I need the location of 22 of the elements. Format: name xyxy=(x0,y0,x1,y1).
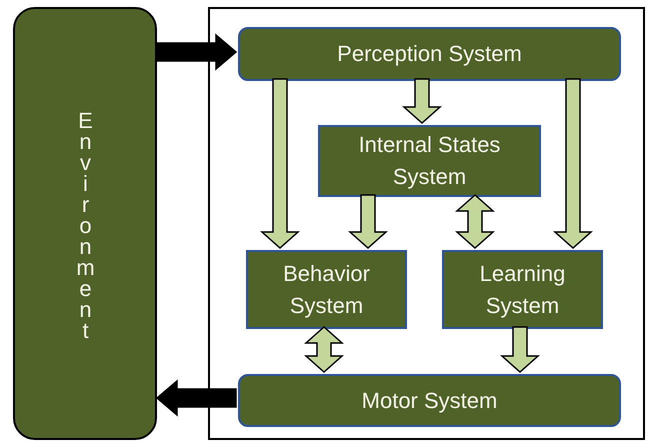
box-label: Learning System xyxy=(478,260,566,320)
box-label: Perception System xyxy=(336,40,523,68)
container-box xyxy=(208,7,645,440)
block-arrow xyxy=(156,379,237,417)
box-label: Internal States System xyxy=(358,131,502,191)
block-arrow xyxy=(260,78,300,249)
block-arrow xyxy=(348,194,388,249)
box-label: Motor System xyxy=(360,386,498,415)
system-box xyxy=(238,374,621,427)
system-box xyxy=(238,27,621,81)
block-arrow xyxy=(455,194,495,249)
block-arrow xyxy=(500,326,540,373)
box-label: Environment xyxy=(74,108,96,339)
block-arrow xyxy=(553,78,593,249)
block-arrow xyxy=(304,326,344,373)
box-label: Behavior System xyxy=(282,260,371,320)
block-arrow xyxy=(156,33,238,71)
system-box xyxy=(442,250,603,329)
block-arrow xyxy=(402,78,442,124)
system-box xyxy=(246,250,407,329)
environment-box xyxy=(13,7,157,440)
system-box xyxy=(318,125,541,197)
